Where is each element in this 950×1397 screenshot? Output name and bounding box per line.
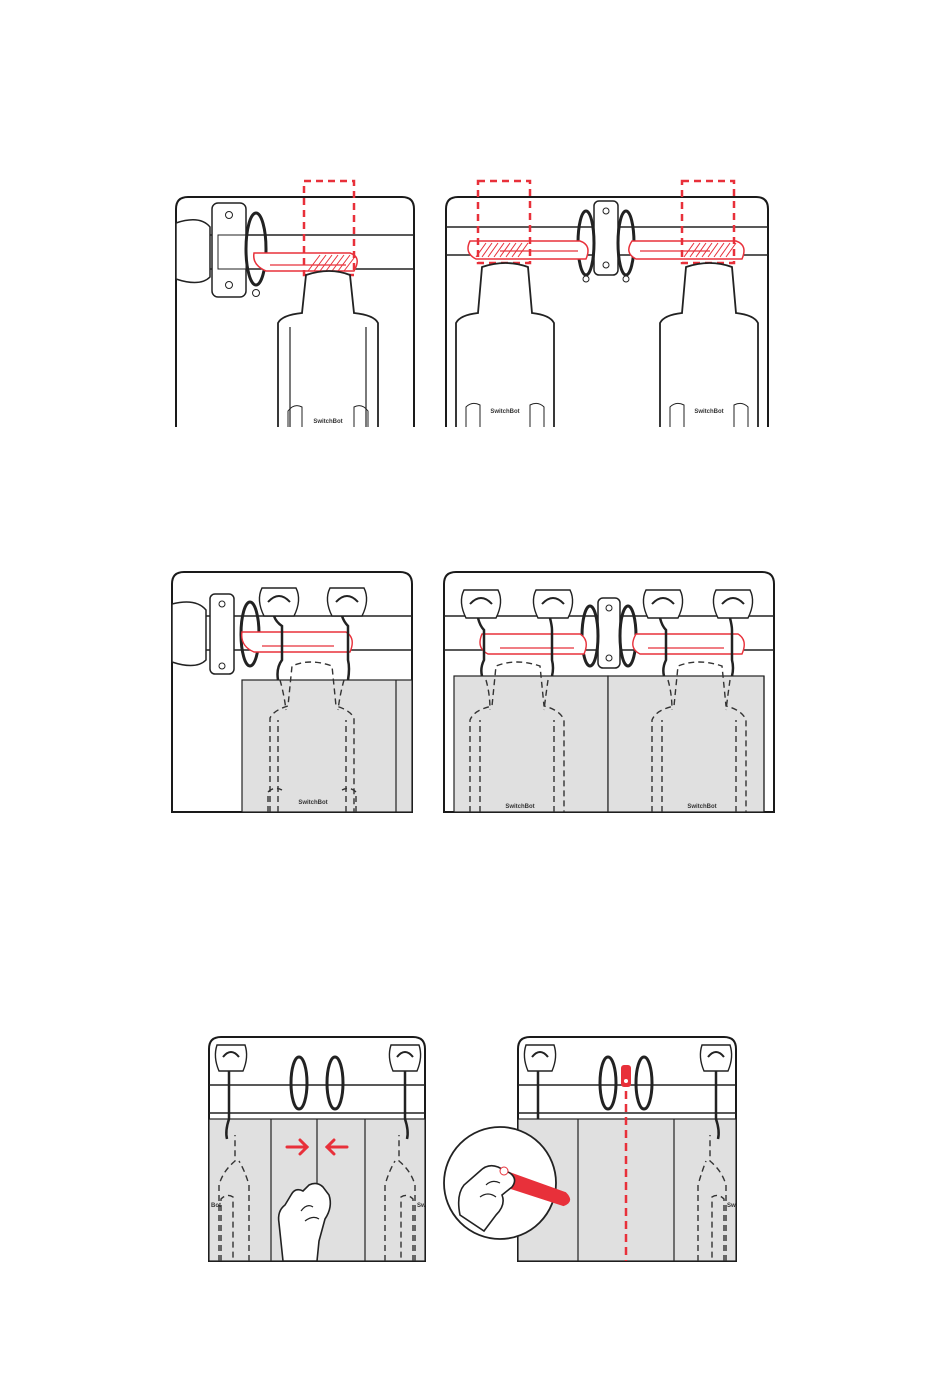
brand-label: SwitchBot [687,804,716,810]
brand-label: SwitchBot [298,800,327,806]
brand-label: SwitchBot [313,419,342,425]
edge-label: Sw [727,1203,736,1209]
brand-label: SwitchBot [505,804,534,810]
brand-label: SwitchBot [694,409,723,415]
panel-single-bot-on-rod: SwitchBot [170,175,420,435]
brand-label: SwitchBot [490,409,519,415]
edge-label: Sw [417,1203,426,1209]
panel-pull-curtains-together: Bot Sw [205,1035,430,1265]
panel-two-bots-on-rod: SwitchBot SwitchBot [440,175,775,435]
panel-two-bots-behind-curtains: SwitchBot SwitchBot [440,570,780,820]
edge-label: Bot [211,1203,221,1209]
panel-single-bot-behind-curtain: SwitchBot [170,570,420,820]
panel-apply-magnetic-strip: Sw [440,1035,745,1270]
